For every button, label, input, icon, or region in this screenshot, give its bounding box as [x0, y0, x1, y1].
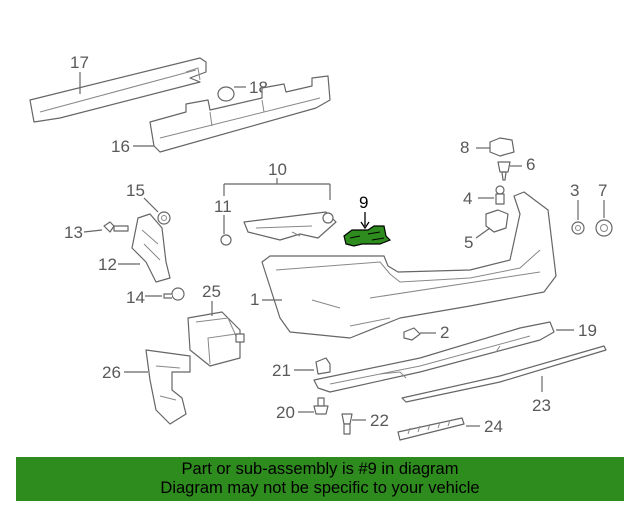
part-4-bolt[interactable] — [495, 185, 505, 205]
part-20-bolt[interactable] — [313, 397, 329, 415]
part-5-bracket[interactable] — [485, 209, 509, 233]
part-9-bracket-highlighted[interactable] — [343, 225, 392, 247]
part-11-bracket[interactable] — [220, 211, 337, 246]
callout-26[interactable]: 26 — [102, 363, 121, 382]
callout-19[interactable]: 19 — [578, 321, 597, 340]
banner-line-2: Diagram may not be specific to your vehi… — [160, 479, 480, 497]
callout-13[interactable]: 13 — [64, 223, 83, 242]
callout-2[interactable]: 2 — [440, 323, 449, 342]
part-26-bracket[interactable] — [145, 349, 191, 425]
callout-16[interactable]: 16 — [111, 137, 130, 156]
callout-1[interactable]: 1 — [250, 290, 259, 309]
part-14-clip[interactable] — [163, 287, 185, 301]
callout-4[interactable]: 4 — [463, 189, 472, 208]
callout-8[interactable]: 8 — [460, 138, 469, 157]
callout-22[interactable]: 22 — [370, 411, 389, 430]
part-21-fastener[interactable] — [315, 357, 331, 375]
part-16-absorber[interactable] — [149, 75, 331, 153]
callout-9[interactable]: 9 — [359, 193, 368, 212]
leader-13 — [83, 229, 103, 233]
callout-17[interactable]: 17 — [70, 53, 89, 72]
callout-7[interactable]: 7 — [598, 181, 607, 200]
callout-3[interactable]: 3 — [570, 181, 579, 200]
part-13-bolt[interactable] — [103, 221, 129, 233]
callout-24[interactable]: 24 — [484, 417, 503, 436]
part-8-cover[interactable] — [489, 137, 515, 157]
callout-25[interactable]: 25 — [202, 282, 221, 301]
callout-20[interactable]: 20 — [276, 403, 295, 422]
info-banner: Part or sub-assembly is #9 in diagram Di… — [16, 457, 624, 501]
part-22-clip[interactable] — [341, 413, 353, 435]
part-7-grommet[interactable] — [595, 219, 613, 237]
part-18-clip[interactable] — [217, 86, 235, 102]
part-3-bolt[interactable] — [571, 221, 585, 235]
leader-5 — [475, 227, 491, 239]
callout-23[interactable]: 23 — [532, 396, 551, 415]
callout-5[interactable]: 5 — [464, 233, 473, 252]
part-2-clip[interactable] — [403, 327, 421, 341]
part-24-grille[interactable] — [397, 417, 465, 441]
part-12-retainer[interactable] — [131, 213, 171, 283]
part-19-garnish[interactable] — [313, 321, 555, 393]
callout-12[interactable]: 12 — [98, 255, 117, 274]
callout-11[interactable]: 11 — [214, 197, 232, 216]
callout-15[interactable]: 15 — [126, 181, 145, 200]
callout-10[interactable]: 10 — [268, 160, 287, 179]
callout-14[interactable]: 14 — [126, 288, 145, 307]
parts-diagram: 17 1 8 16 10 11 15 13 12 — [29, 53, 613, 441]
part-6-nut[interactable] — [497, 161, 511, 181]
leader-15 — [143, 197, 159, 213]
part-17-reinforcement[interactable] — [29, 57, 207, 123]
part-1-bumper-cover[interactable] — [261, 191, 557, 339]
callout-6[interactable]: 6 — [526, 155, 535, 174]
leader-10 — [223, 178, 331, 200]
part-23-molding[interactable] — [401, 345, 607, 403]
part-15-nut[interactable] — [157, 211, 171, 225]
part-25-module[interactable] — [187, 311, 245, 367]
arrow-9 — [360, 221, 370, 230]
banner-line-1: Part or sub-assembly is #9 in diagram — [181, 460, 459, 478]
callout-21[interactable]: 21 — [272, 361, 291, 380]
